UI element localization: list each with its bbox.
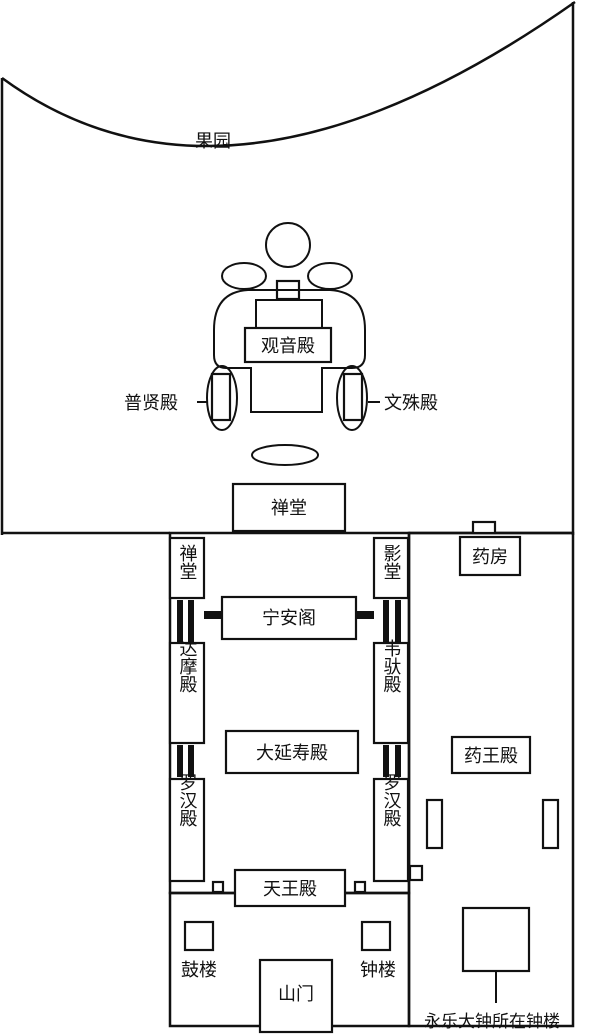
luohan-right-label: 罗汉殿 (381, 773, 402, 827)
tianwang-hall: 天王殿 (211, 868, 367, 908)
yongle-bell-tower-label: 永乐大钟所在钟楼 (424, 1012, 560, 1032)
orchard-label: 果园 (195, 131, 231, 152)
svg-text:禅堂: 禅堂 (177, 544, 198, 580)
bell-tower-label: 钟楼 (360, 960, 396, 981)
left-column: 禅堂 达摩殿 罗汉殿 (168, 536, 206, 883)
ningan-pavilion: 宁安阁 (204, 595, 374, 641)
yaowang-hall-label: 药王殿 (464, 746, 518, 767)
dayanshou-hall: 大延寿殿 (224, 729, 360, 775)
puxian-hall-label: 普贤殿 (124, 393, 178, 414)
svg-text:宁安阁: 宁安阁 (262, 608, 316, 629)
orchard-area: 果园 (0, 0, 576, 535)
garden-ornaments (197, 222, 380, 466)
drum-tower-label: 鼓楼 (181, 960, 217, 981)
svg-text:天王殿: 天王殿 (263, 879, 317, 900)
damo-hall-label: 达摩殿 (177, 639, 198, 693)
chan-hall-top: 禅堂 (231, 482, 347, 533)
weituo-hall-label: 韦驮殿 (381, 639, 402, 693)
luohan-left-label: 罗汉殿 (177, 773, 198, 827)
svg-text:大延寿殿: 大延寿殿 (256, 743, 328, 764)
pharmacy-label: 药房 (472, 547, 508, 568)
svg-text:观音殿: 观音殿 (261, 336, 315, 357)
right-column: 影堂 韦驮殿 罗汉殿 (372, 536, 410, 883)
guanyin-hall: 观音殿 (243, 326, 333, 364)
mountain-gate-label: 山门 (278, 984, 314, 1005)
wenshu-hall-label: 文殊殿 (384, 393, 438, 414)
ying-hall-label: 影堂 (381, 544, 402, 580)
svg-text:禅堂: 禅堂 (271, 498, 307, 519)
pharmacy-area: 药房 药王殿 永乐大钟所在钟楼 (408, 520, 560, 1032)
gate-area: 鼓楼 钟楼 山门 (181, 920, 396, 1034)
